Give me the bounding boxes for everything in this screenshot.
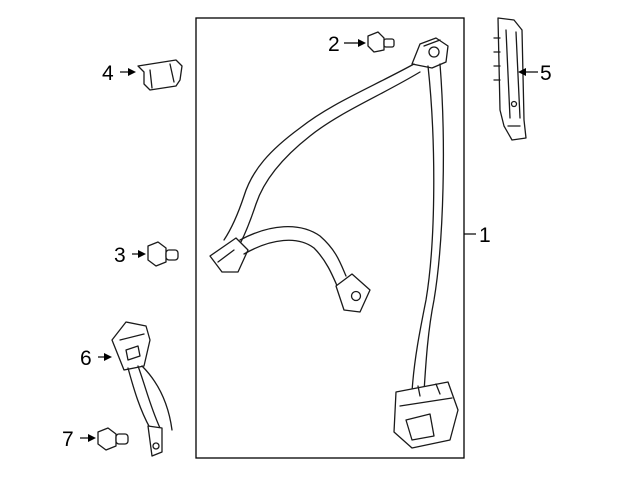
seat-belt-assembly[interactable]: [209, 37, 459, 449]
callout-4: 4: [102, 62, 114, 85]
callout-2: 2: [328, 33, 340, 56]
callout-3: 3: [114, 244, 126, 267]
callout-5: 5: [540, 62, 552, 85]
callout-6: 6: [80, 347, 92, 370]
buckle-bolt[interactable]: [97, 427, 129, 451]
assembly-frame: [195, 17, 465, 459]
guide-bracket[interactable]: [137, 59, 183, 91]
lower-anchor-bolt[interactable]: [147, 241, 179, 267]
upper-anchor-bolt[interactable]: [367, 31, 395, 53]
buckle[interactable]: [111, 321, 173, 457]
callout-1: 1: [479, 224, 491, 247]
height-adjuster[interactable]: [493, 17, 527, 141]
leader-lines: [80, 39, 538, 442]
callout-7: 7: [62, 428, 74, 451]
